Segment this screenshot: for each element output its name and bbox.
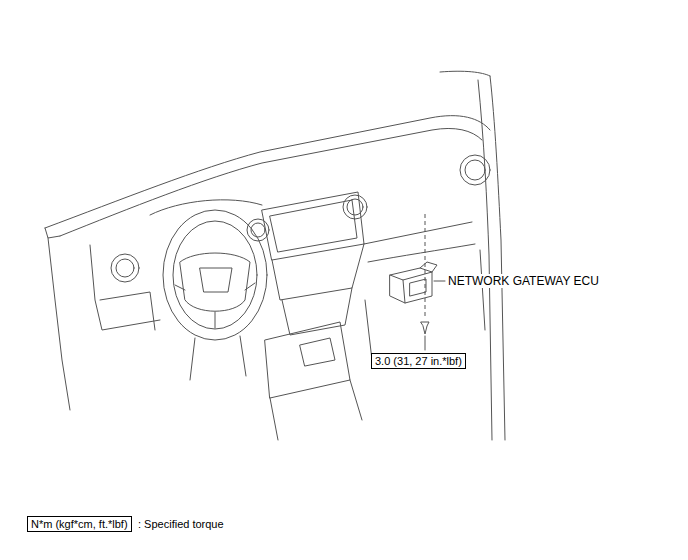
torque-text: 3.0 (31, 27 in.*lbf) [375,355,462,367]
torque-text: N*m (kgf*cm, ft.*lbf) [31,518,128,530]
legend-text: : Specified torque [136,518,226,530]
torque-box: 3.0 (31, 27 in.*lbf) [371,353,466,369]
part-name: NETWORK GATEWAY ECU [446,274,601,288]
torque-unit-box: N*m (kgf*cm, ft.*lbf) [27,516,132,532]
